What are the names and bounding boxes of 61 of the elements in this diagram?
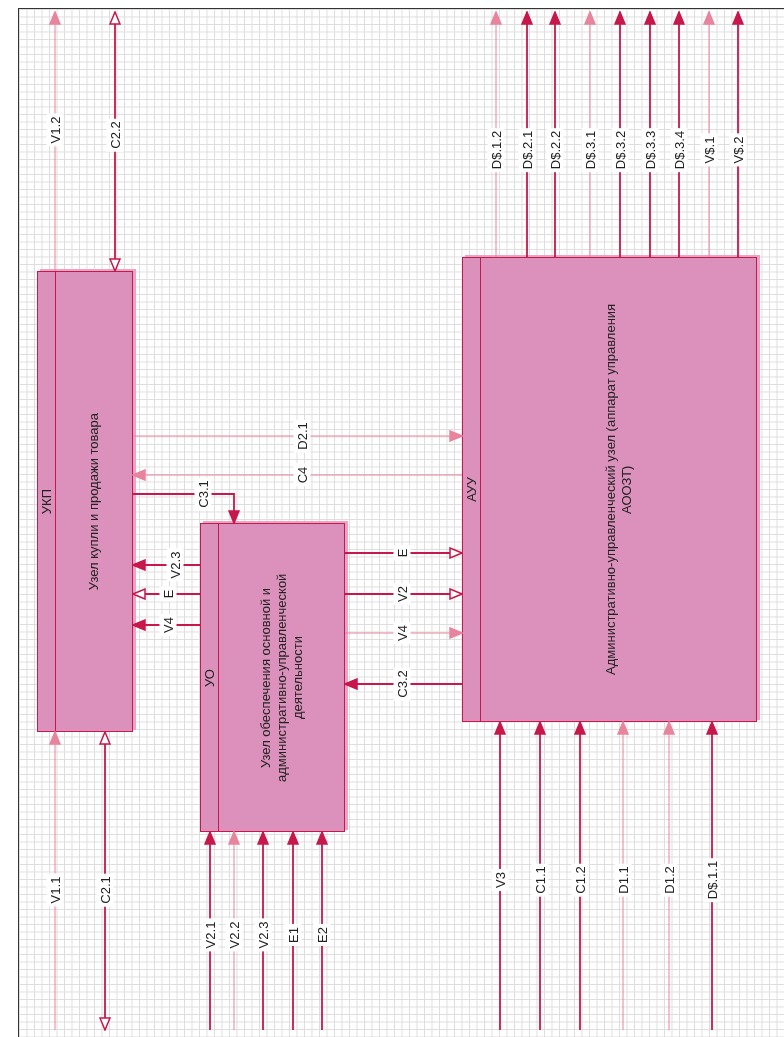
edge-label: C2.1 [96,873,114,907]
arrow [132,430,463,442]
arrow [316,831,328,1031]
arrow [344,588,463,600]
edge-label: D2.1 [293,419,311,453]
edge-label: D$.2.2 [546,127,564,173]
edge-label: D$.3.4 [670,127,688,173]
edge-label: V2 [393,583,411,605]
arrow [574,721,586,1031]
edge-label: D$.3.2 [611,127,629,173]
node-label: Административно-управленческий узел (аппарат управления АООЗТ) [602,302,635,678]
arrow [287,831,299,1031]
edge-label: D1.1 [614,863,632,897]
edge-label: V2.3 [166,548,184,582]
node-code: УО [202,668,217,687]
arrow [732,11,744,258]
arrow [344,547,463,559]
edge-label: C3.2 [393,667,411,701]
edge-label: C1.1 [531,863,549,897]
node-label: Узел купли и продажи товара [86,412,102,591]
edge-label: V2.1 [201,918,219,952]
edge-label: V1.1 [46,873,64,907]
edge-label: V2.2 [225,918,243,952]
edge-label: D$.1.1 [703,857,721,903]
edge-label: V2.3 [254,918,272,952]
edge-label: D$.1.2 [487,127,505,173]
edge-label: C1.2 [571,863,589,897]
arrow [49,731,61,1031]
edge-label: C4 [293,463,311,487]
node-label: Узел обеспечения основной и административно-управленческой деятельности [257,572,306,784]
edge-label: V4 [159,614,177,636]
arrow [663,721,675,1031]
process-box [462,257,757,722]
edge-label: D$.3.3 [641,127,659,173]
arrow [132,619,201,631]
edge-label: D1.2 [660,863,678,897]
arrow [132,588,201,600]
edge-label: E [393,545,411,561]
edge-label: E1 [284,924,302,946]
arrow [344,678,463,690]
arrow [534,721,546,1031]
edge-label: D$.2.1 [518,127,536,173]
arrow [109,11,121,272]
edge-label: V3 [491,869,509,891]
arrow [617,721,629,1031]
edge-label: D$.3.1 [581,127,599,173]
edge-label: V$.1 [700,133,718,167]
node-code: АУУ [464,477,479,502]
edge-label: V$.2 [729,133,747,167]
edge-label: V4 [393,622,411,644]
arrow [494,721,506,1031]
arrow [99,731,111,1031]
node-code: УКП [39,488,54,515]
edge-label: E [159,586,177,602]
edge-label: V1.2 [46,113,64,147]
arrow [344,627,463,639]
edge-label: C3.1 [194,477,212,511]
arrow [132,469,463,481]
process-box [200,523,345,832]
edge-label: C2.2 [106,118,124,152]
process-box [37,271,133,732]
